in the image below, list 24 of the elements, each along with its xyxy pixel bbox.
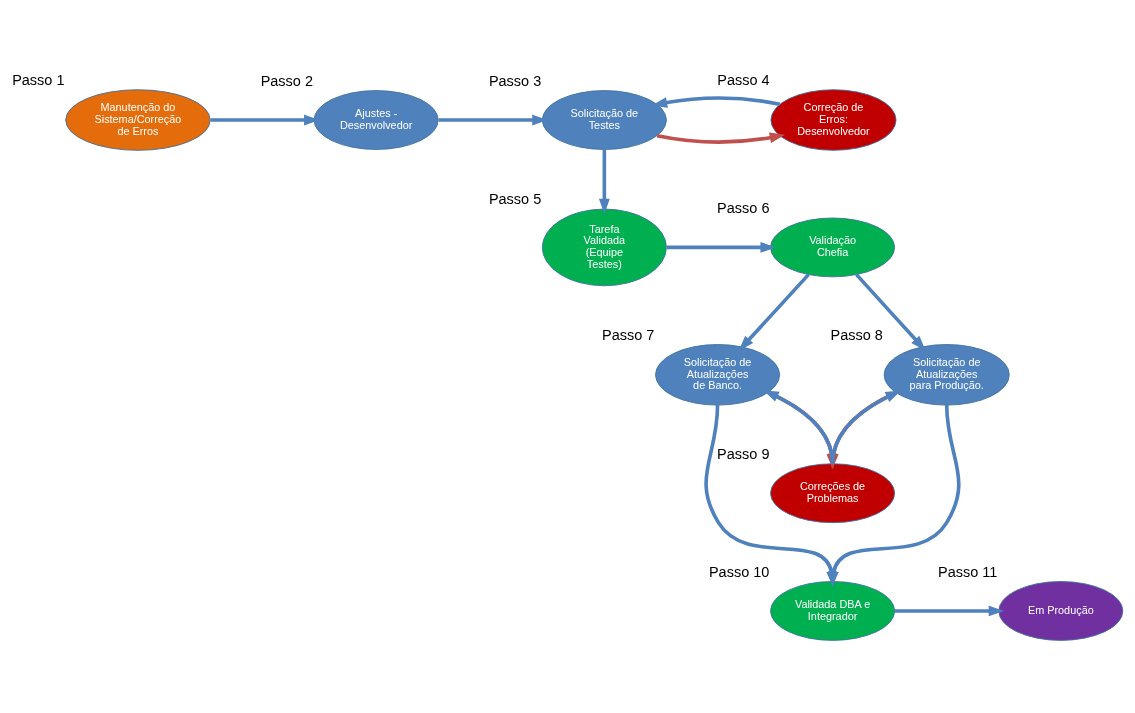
arrow [656, 131, 786, 144]
node-label: Passo 1 [12, 71, 65, 88]
arrow [895, 605, 1005, 616]
arrow [738, 272, 810, 351]
node-label: Passo 6 [717, 199, 770, 216]
node-ellipse: Correções de Problemas [770, 462, 896, 523]
node-label: Passo 10 [708, 563, 770, 580]
node-ellipse: Ajustes - Desenvolvedor [313, 89, 439, 150]
node-label: Passo 3 [488, 72, 542, 89]
node-ellipse: Validação Chefia [770, 217, 896, 277]
arrow [598, 149, 610, 214]
node-label: Passo 8 [830, 326, 883, 343]
node-ellipse: Manutenção do Sistema/Correção de Erros [65, 88, 211, 151]
node-ellipse: Em Produção [998, 580, 1124, 641]
arrow [855, 272, 926, 351]
node-ellipse: Validada DBA e Integrador [770, 580, 896, 641]
arrow [666, 241, 776, 253]
node-label: Passo 11 [938, 563, 998, 580]
node-ellipse: Tarefa Validada (Equipe Testes) [541, 208, 667, 286]
node-label: Passo 2 [260, 72, 314, 89]
node-label: Passo 7 [602, 326, 655, 343]
node-label: Passo 9 [717, 445, 770, 462]
node-label: Passo 5 [488, 190, 542, 207]
node-label: Passo 4 [717, 71, 770, 88]
